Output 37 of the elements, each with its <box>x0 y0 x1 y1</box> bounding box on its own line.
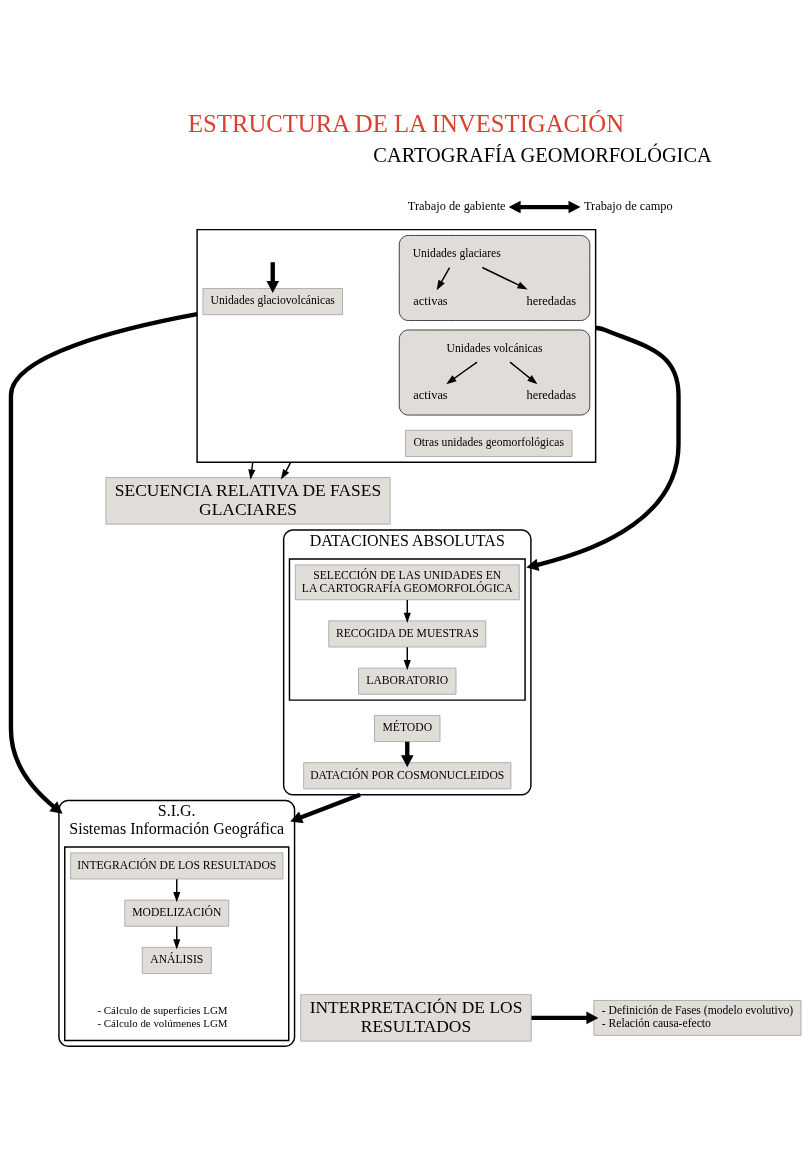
arrow <box>436 266 451 290</box>
cluster <box>64 845 290 1041</box>
node-box: ANÁLISIS <box>141 946 212 974</box>
arrow <box>509 360 538 384</box>
arrow <box>446 360 478 384</box>
arrow <box>508 200 581 213</box>
node-box: MODELIZACIÓN <box>124 899 230 927</box>
node-box: SELECCIÓN DE LAS UNIDADES EN LA CARTOGRAFÍA GEOMORFOLÓGICA <box>294 564 520 600</box>
node-box: LABORATORIO <box>358 667 457 695</box>
arrow <box>526 325 681 571</box>
node-box: Unidades glaciovolcánicas <box>202 287 343 315</box>
node-text: Trabajo de campo <box>583 198 673 213</box>
node-box: MÉTODO <box>374 714 441 742</box>
arrow <box>290 792 361 823</box>
arrow <box>266 261 280 293</box>
node-label: - Cálculo de volúmenes LGM <box>97 1016 228 1029</box>
arrow <box>481 266 528 289</box>
node-box: INTEGRACIÓN DE LOS RESULTADOS <box>70 851 284 879</box>
node-label: - Cálculo de superficies LGM <box>97 1003 228 1016</box>
node-text: Trabajo de gabiente <box>407 198 506 213</box>
arrow <box>8 311 198 814</box>
node-text: activas <box>413 293 448 308</box>
cluster <box>196 228 597 463</box>
node-box: SECUENCIA RELATIVA DE FASES GLACIARES <box>105 476 391 524</box>
node-box: RECOGIDA DE MUESTRAS <box>328 620 487 647</box>
node-box: Otras unidades geomorfológicas <box>405 429 573 457</box>
node-text: heredadas <box>526 387 576 402</box>
node-box: INTERPRETACIÓN DE LOS RESULTADOS <box>300 993 532 1042</box>
arrow <box>531 1011 599 1024</box>
node-text: heredadas <box>526 293 576 308</box>
arrow <box>248 461 256 480</box>
label: CARTOGRAFÍA GEOMORFOLÓGICA <box>373 143 712 166</box>
diagram-title: ESTRUCTURA DE LA INVESTIGACIÓN <box>187 109 625 137</box>
node-box: DATACIÓN POR COSMONUCLEIDOS <box>303 761 512 789</box>
node-box: - Definición de Fases (modelo evolutivo) - Relación causa-efecto <box>593 999 802 1036</box>
node-text: activas <box>413 387 448 402</box>
cluster <box>288 557 526 701</box>
